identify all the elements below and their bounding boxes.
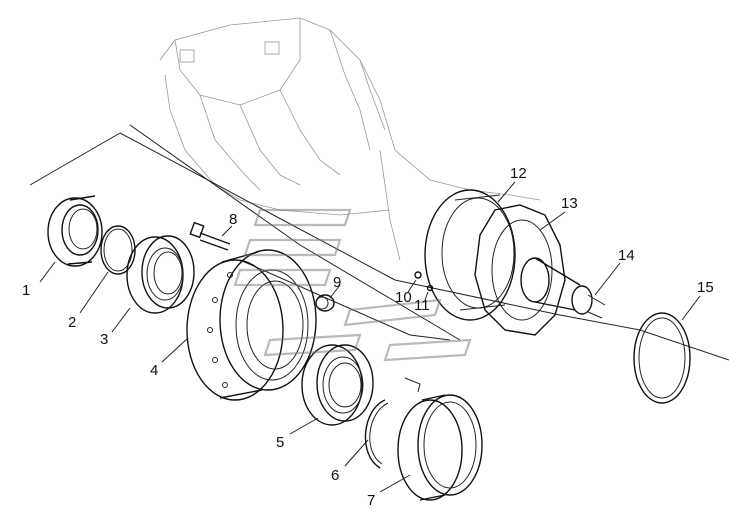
part-3-bearing xyxy=(126,235,195,314)
part-7-ring-gear xyxy=(397,377,483,501)
callout-4: 4 xyxy=(150,362,158,379)
part-6-snap-ring xyxy=(364,399,389,469)
watermark-glyph xyxy=(233,208,472,362)
callout-15: 15 xyxy=(697,279,714,296)
callout-12: 12 xyxy=(510,165,527,182)
callout-3: 3 xyxy=(100,331,108,348)
leader-lines xyxy=(39,181,701,493)
callout-5: 5 xyxy=(276,434,284,451)
callout-11: 11 xyxy=(414,297,430,314)
part-14-axle-shaft xyxy=(520,257,606,319)
part-1-seal xyxy=(47,195,103,267)
callout-9: 9 xyxy=(333,274,341,291)
callout-7: 7 xyxy=(367,492,375,509)
part-8-bolt xyxy=(189,221,231,251)
part-5-bearing xyxy=(301,344,374,426)
axle-housing-outline xyxy=(159,17,541,261)
callout-1: 1 xyxy=(22,282,30,299)
part-15-o-ring xyxy=(633,312,691,404)
callout-8: 8 xyxy=(229,211,237,228)
callout-13: 13 xyxy=(561,195,578,212)
part-4-hub xyxy=(186,249,317,401)
part-12-carrier-housing xyxy=(424,189,516,321)
part-13-flange-cover xyxy=(474,204,566,336)
callout-14: 14 xyxy=(618,247,635,264)
part-2-snap-ring xyxy=(100,225,136,275)
callout-2: 2 xyxy=(68,314,76,331)
callout-10: 10 xyxy=(395,289,412,306)
callout-6: 6 xyxy=(331,467,339,484)
part-9-plug xyxy=(315,294,335,312)
callout-labels: 1 2 3 4 5 6 7 8 9 10 11 12 13 14 15 xyxy=(22,165,714,509)
